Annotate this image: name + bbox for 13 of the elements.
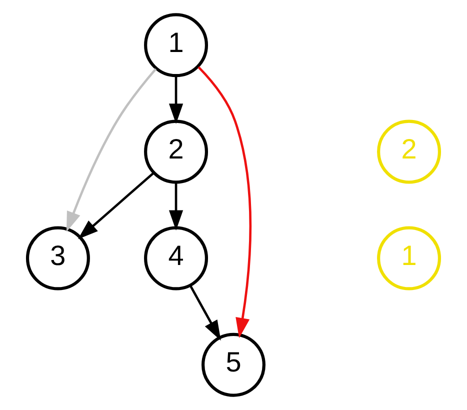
- node-circle: 2: [144, 120, 208, 184]
- node-circle: 5: [202, 332, 266, 397]
- arrow: [168, 76, 184, 124]
- node-circle: 3: [26, 226, 90, 290]
- arrow: [190, 285, 221, 341]
- node-circle: 1: [144, 13, 208, 78]
- node-circle: 1: [377, 226, 442, 290]
- arrow: [168, 182, 184, 230]
- arrow: [66, 68, 157, 232]
- node-circle: 2: [377, 120, 442, 184]
- node-circle: 4: [144, 226, 208, 290]
- arrow: [198, 66, 252, 338]
- arrow: [78, 172, 154, 240]
